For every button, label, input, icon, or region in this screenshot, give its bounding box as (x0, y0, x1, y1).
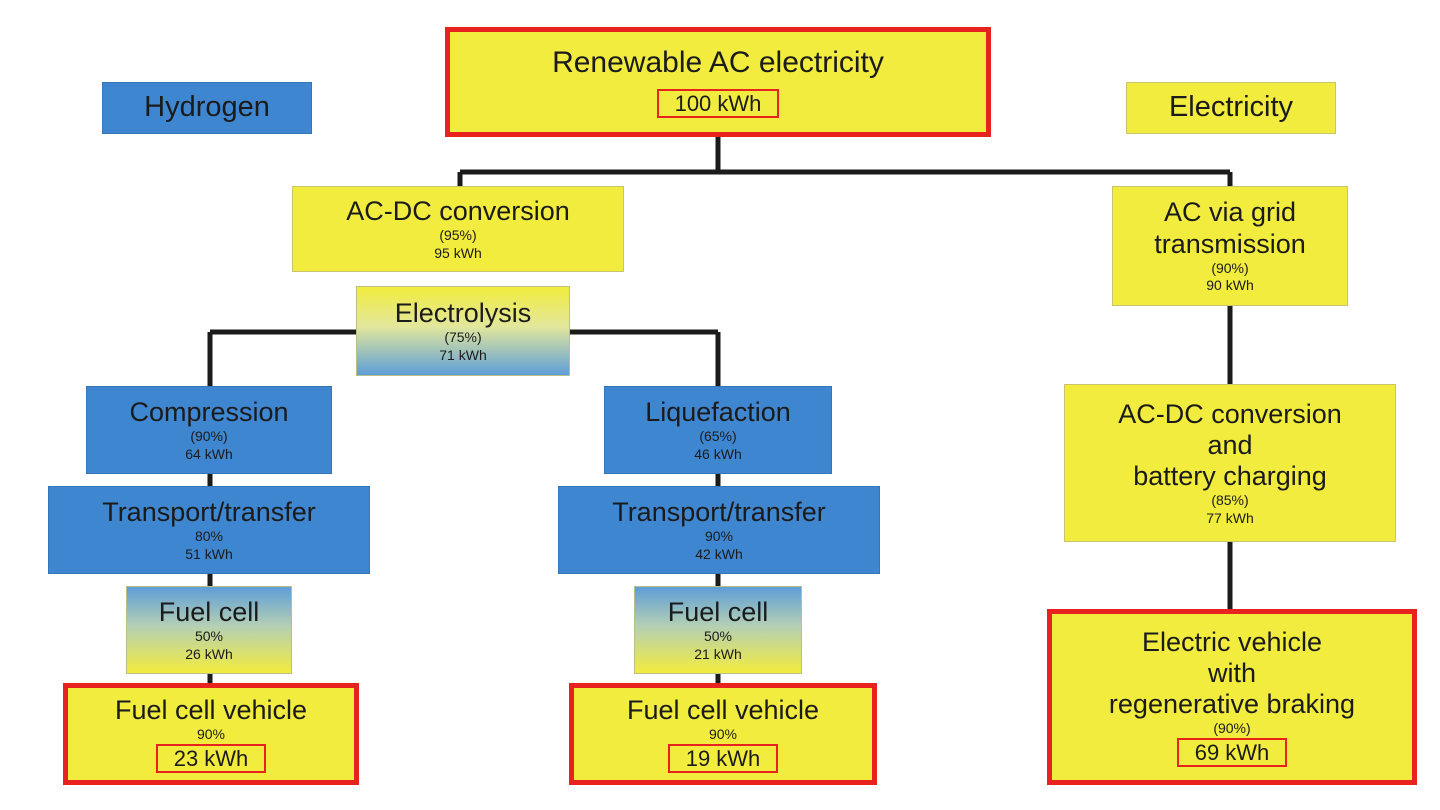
liquefaction-pct: (65%) (699, 428, 737, 445)
charging-title-line1: AC-DC conversion (1118, 398, 1342, 429)
liquefied-vehicle-title: Fuel cell vehicle (626, 695, 820, 726)
liquefied-transport-pct: 90% (704, 528, 734, 545)
electrolysis-title: Electrolysis (394, 297, 532, 328)
legend-electricity-label: Electricity (1168, 91, 1294, 124)
liquefied-fuelcell-title: Fuel cell (667, 596, 769, 627)
grid-kwh: 90 kWh (1206, 277, 1254, 294)
compression-node: Compression (90%) 64 kWh (86, 386, 332, 474)
grid-pct: (90%) (1211, 259, 1249, 276)
grid-node: AC via grid transmission (90%) 90 kWh (1112, 186, 1348, 306)
compressed-transport-kwh: 51 kWh (185, 545, 233, 562)
grid-title-line1: AC via grid (1163, 197, 1297, 228)
compressed-transport-node: Transport/transfer 80% 51 kWh (48, 486, 370, 574)
source-kwh: 100 kWh (656, 88, 780, 118)
liquefied-vehicle-pct: 90% (708, 726, 738, 743)
source-title: Renewable AC electricity (552, 46, 884, 80)
electric-vehicle-title-line1: Electric vehicle (1141, 627, 1323, 658)
liquefied-transport-kwh: 42 kWh (695, 545, 743, 562)
liquefied-transport-node: Transport/transfer 90% 42 kWh (558, 486, 880, 574)
liquefied-vehicle-kwh: 19 kWh (667, 743, 779, 773)
grid-title-line2: transmission (1154, 228, 1306, 259)
legend-hydrogen-label: Hydrogen (144, 91, 270, 124)
charging-title-line2: and (1207, 429, 1253, 460)
compressed-vehicle-title: Fuel cell vehicle (114, 695, 308, 726)
legend-hydrogen: Hydrogen (102, 82, 312, 134)
liquefied-vehicle-node: Fuel cell vehicle 90% 19 kWh (569, 683, 877, 785)
hydrogen-acdc-title: AC-DC conversion (346, 195, 570, 226)
compressed-vehicle-kwh: 23 kWh (155, 743, 267, 773)
compressed-transport-pct: 80% (194, 528, 224, 545)
compressed-fuelcell-title: Fuel cell (158, 596, 260, 627)
liquefied-fuelcell-node: Fuel cell 50% 21 kWh (634, 586, 802, 674)
charging-kwh: 77 kWh (1206, 509, 1254, 526)
charging-title-line3: battery charging (1133, 461, 1327, 492)
electrolysis-node: Electrolysis (75%) 71 kWh (356, 286, 570, 376)
charging-node: AC-DC conversion and battery charging (8… (1064, 384, 1396, 542)
electrolysis-pct: (75%) (444, 329, 482, 346)
compressed-vehicle-pct: 90% (196, 726, 226, 743)
charging-pct: (85%) (1211, 492, 1249, 509)
compressed-fuelcell-node: Fuel cell 50% 26 kWh (126, 586, 292, 674)
electric-vehicle-title-line2: with (1207, 658, 1256, 689)
compression-title: Compression (129, 396, 289, 427)
compressed-vehicle-node: Fuel cell vehicle 90% 23 kWh (63, 683, 359, 785)
liquefaction-title: Liquefaction (645, 396, 791, 427)
compressed-fuelcell-pct: 50% (194, 628, 224, 645)
compressed-transport-title: Transport/transfer (102, 496, 316, 527)
liquefied-fuelcell-pct: 50% (703, 628, 733, 645)
hydrogen-acdc-pct: (95%) (439, 227, 477, 244)
legend-electricity: Electricity (1126, 82, 1336, 134)
compression-kwh: 64 kWh (185, 445, 233, 462)
hydrogen-acdc-kwh: 95 kWh (434, 244, 482, 261)
source-node: Renewable AC electricity 100 kWh (445, 27, 991, 137)
liquefaction-node: Liquefaction (65%) 46 kWh (604, 386, 832, 474)
electric-vehicle-pct: (90%) (1213, 720, 1251, 737)
electric-vehicle-kwh: 69 kWh (1176, 737, 1288, 767)
liquefied-transport-title: Transport/transfer (612, 496, 826, 527)
liquefied-fuelcell-kwh: 21 kWh (694, 645, 742, 662)
compressed-fuelcell-kwh: 26 kWh (185, 645, 233, 662)
compression-pct: (90%) (190, 428, 228, 445)
electric-vehicle-title-line3: regenerative braking (1108, 689, 1356, 720)
electric-vehicle-node: Electric vehicle with regenerative braki… (1047, 609, 1417, 785)
liquefaction-kwh: 46 kWh (694, 445, 742, 462)
electrolysis-kwh: 71 kWh (439, 346, 487, 363)
hydrogen-acdc-node: AC-DC conversion (95%) 95 kWh (292, 186, 624, 272)
